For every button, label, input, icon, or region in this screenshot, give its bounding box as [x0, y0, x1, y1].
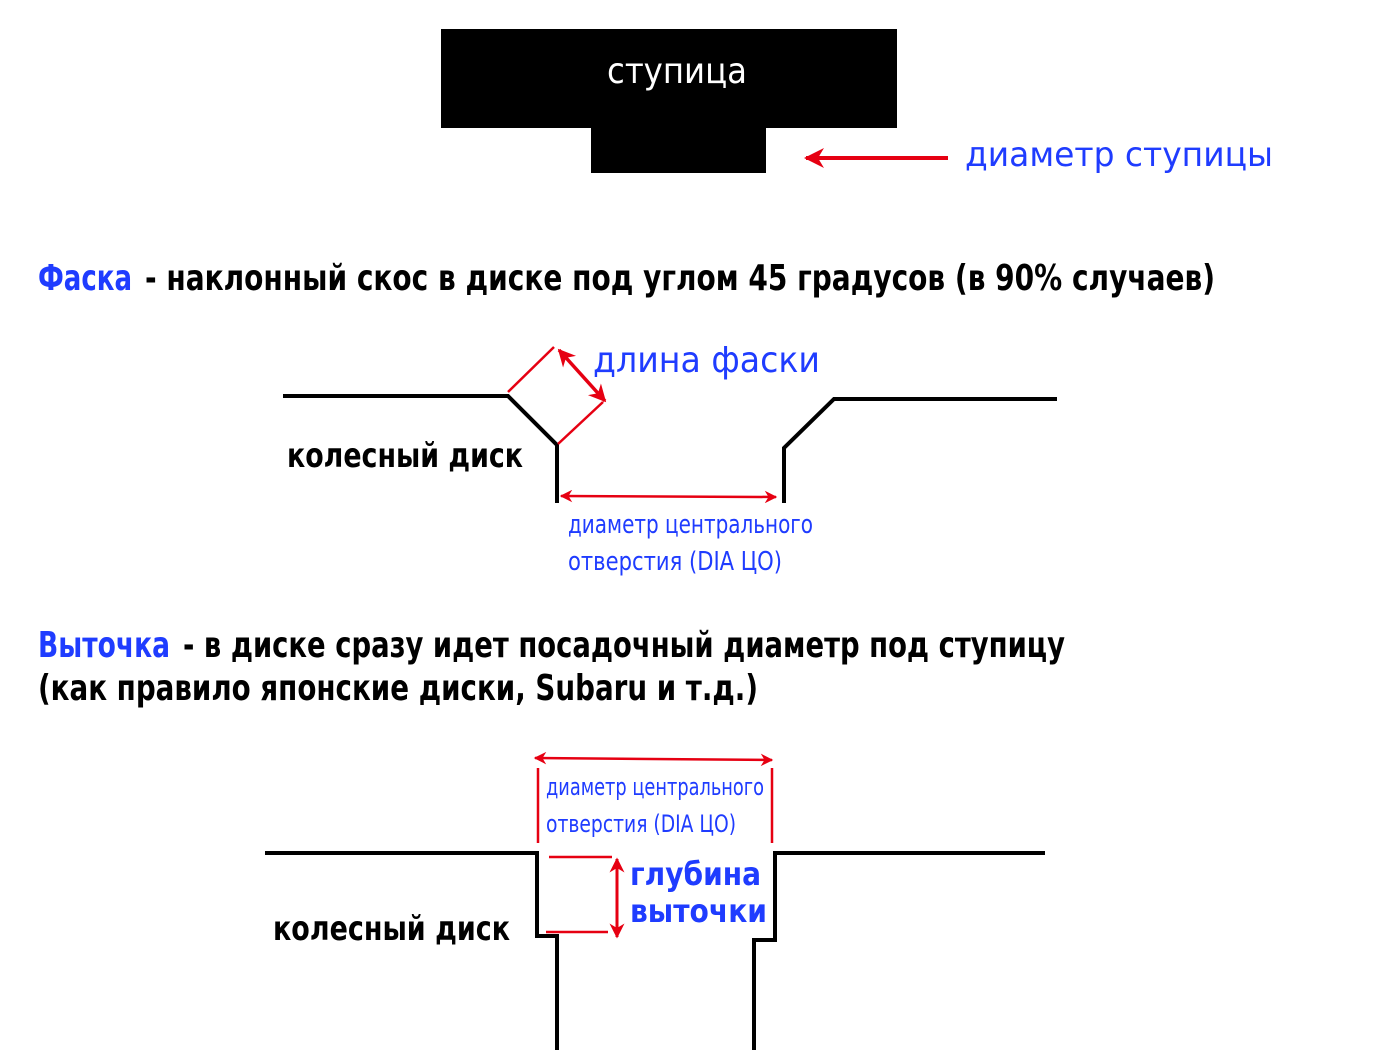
- chamfer-extension-line: [507, 346, 555, 393]
- recess-term: Выточка: [38, 625, 170, 666]
- recess-definition-line1: - в диске сразу идет посадочный диаметр …: [183, 625, 1065, 666]
- chamfer-definition: - наклонный скос в диске под углом 45 гр…: [145, 258, 1215, 299]
- recess-bore-label-line2: отверстия (DIA ЦО): [546, 810, 736, 838]
- recess-profile-left: [265, 851, 559, 1050]
- wheel-profile-left: [283, 394, 559, 503]
- recess-wheel-label: колесный диск: [273, 909, 510, 949]
- recess-profile-right: [752, 851, 1045, 1050]
- recess-definition-line2: (как правило японские диски, Subaru и т.…: [38, 668, 758, 709]
- recess-bore-arrow: [533, 751, 774, 767]
- chamfer-extension-line: [557, 401, 604, 445]
- chamfer-length-arrow: [557, 348, 607, 403]
- recess-bore-label-line1: диаметр центрального: [546, 773, 764, 801]
- hub-diameter-label: диаметр ступицы: [965, 135, 1273, 175]
- wheel-profile-right: [782, 397, 1057, 503]
- depth-label-line2: выточки: [630, 892, 767, 930]
- chamfer-length-label: длина фаски: [593, 340, 820, 381]
- bore-label-line1: диаметр центрального: [568, 510, 813, 540]
- hub-shape: [441, 29, 897, 173]
- chamfer-term: Фаска: [38, 258, 132, 299]
- depth-label-line1: глубина: [630, 855, 761, 893]
- hub-label: ступица: [607, 51, 747, 92]
- bore-label-line2: отверстия (DIA ЦО): [568, 547, 782, 577]
- bore-diameter-arrow: [559, 489, 778, 504]
- wheel-label: колесный диск: [287, 436, 523, 476]
